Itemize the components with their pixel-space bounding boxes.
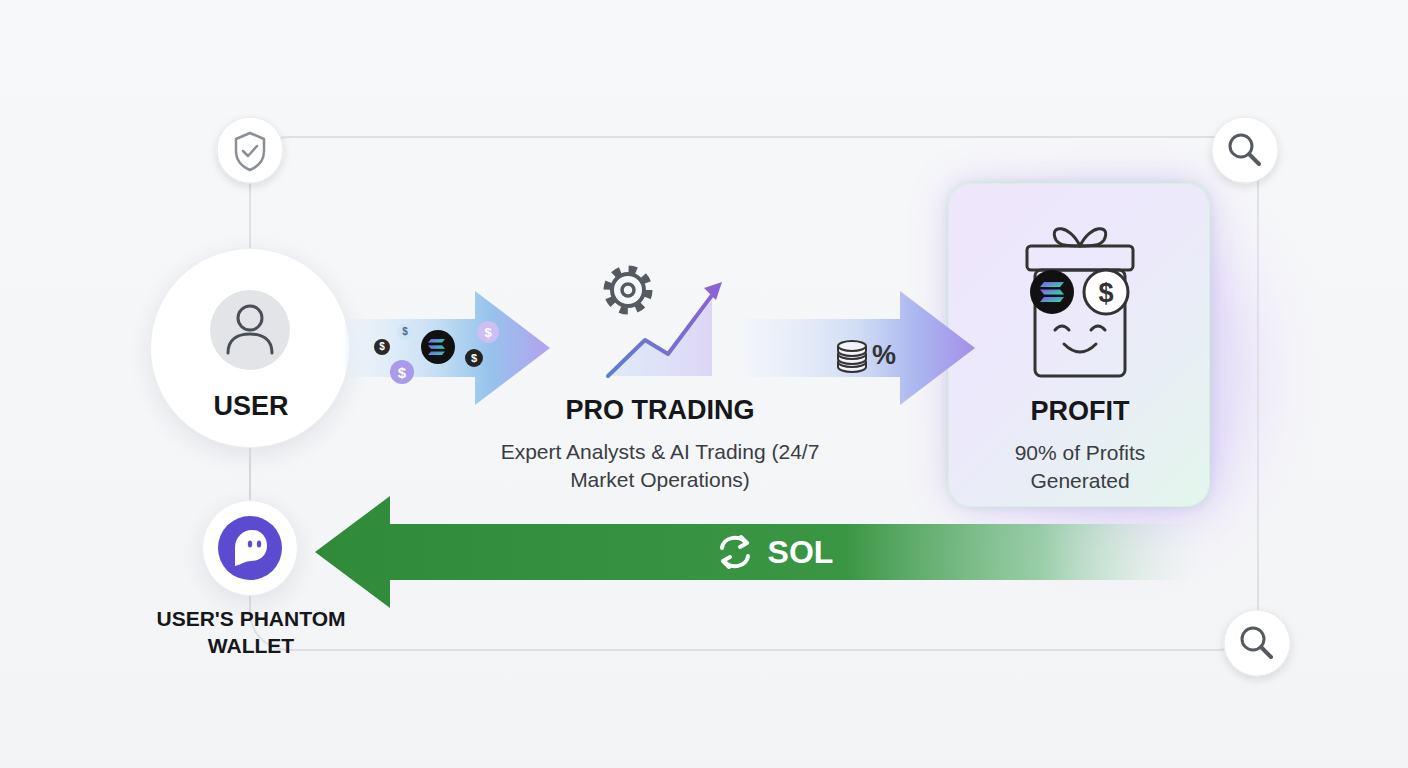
swap-icon xyxy=(722,537,748,567)
coin-icons xyxy=(477,321,499,343)
solana-coin xyxy=(421,330,455,364)
swap-icon xyxy=(723,557,730,567)
phantom-ghost-icon xyxy=(218,516,282,580)
solana-coin xyxy=(421,330,455,364)
growth-chart-icon xyxy=(610,300,712,376)
wallet-circle: USER'S PHANTOM WALLET xyxy=(202,500,298,596)
flow-arrow xyxy=(745,291,975,405)
coin-stack-icon xyxy=(838,346,866,356)
dollar-coin xyxy=(1084,270,1128,314)
solana-coin xyxy=(1030,270,1074,314)
swap-icon xyxy=(722,538,746,548)
phantom-ghost-icon xyxy=(218,516,282,580)
magnifier-icon xyxy=(1212,117,1278,183)
node-description: 90% of Profits Generated xyxy=(970,439,1190,495)
edge-label: SOL xyxy=(768,536,834,568)
magnifier-icon xyxy=(1224,610,1290,676)
gift-box-icon xyxy=(1035,270,1125,376)
gift-box-icon xyxy=(1055,326,1069,330)
solana-coin xyxy=(428,339,445,343)
gear-icon xyxy=(612,274,644,306)
coin-symbol: $ xyxy=(484,326,491,339)
magnifier-icon xyxy=(1261,647,1271,657)
gear-icon xyxy=(622,284,634,296)
growth-chart-icon xyxy=(608,294,713,376)
coin-icons xyxy=(397,324,413,340)
node-title: PRO TRADING xyxy=(520,396,800,424)
phantom-ghost-icon xyxy=(257,540,261,547)
gift-box-icon xyxy=(1080,229,1106,246)
flow-arrow xyxy=(345,291,550,405)
coin-symbol: $ xyxy=(398,365,406,380)
coin-stack-icon xyxy=(838,349,866,359)
coin-icons xyxy=(390,360,414,384)
coin-icons xyxy=(374,339,390,355)
magnifier-icon xyxy=(1242,628,1264,650)
node-description: Expert Analysts & AI Trading (24/7 Marke… xyxy=(495,438,825,494)
percent-symbol: % xyxy=(872,342,896,369)
node-title: USER xyxy=(151,393,351,420)
dollar-coin xyxy=(1084,270,1128,314)
magnifier-icon xyxy=(1212,117,1278,183)
magnifier-icon xyxy=(1224,610,1290,676)
coin-symbol: $ xyxy=(1098,280,1113,307)
swap-icon xyxy=(740,537,747,547)
gift-box-icon xyxy=(1027,229,1133,376)
shield-icon xyxy=(243,146,257,156)
swap-icon xyxy=(724,556,748,566)
shield-icon xyxy=(217,117,283,183)
phantom-ghost-icon xyxy=(248,540,252,547)
coin-stack-icon xyxy=(838,362,866,372)
gear-icon xyxy=(607,269,649,311)
growth-chart-icon xyxy=(704,282,722,300)
connector-line xyxy=(250,448,251,500)
gift-box-icon xyxy=(1054,229,1080,246)
gift-box-icon xyxy=(1027,246,1133,270)
shield-icon xyxy=(217,117,283,183)
coin-icons xyxy=(465,349,483,367)
coin-stack-icon xyxy=(838,354,866,364)
solana-coin xyxy=(428,352,445,356)
magnifier-icon xyxy=(1230,135,1252,157)
node-title: PROFIT xyxy=(949,397,1211,425)
solana-coin xyxy=(1030,270,1074,314)
user-circle: USER xyxy=(150,248,350,448)
process-step: PRO TRADINGExpert Analysts & AI Trading … xyxy=(560,250,760,500)
frame-outline xyxy=(250,137,1258,650)
solana-coin xyxy=(1040,290,1064,295)
coin-symbol: $ xyxy=(402,327,408,337)
magnifier-icon xyxy=(1249,154,1259,164)
phantom-ghost-icon xyxy=(235,530,267,566)
solana-coin xyxy=(428,345,445,349)
gear-icon xyxy=(607,269,649,311)
coin-stack-icon xyxy=(838,357,866,367)
coin-symbol: $ xyxy=(379,342,385,352)
user-avatar-icon xyxy=(228,334,272,353)
coin-stack-icon xyxy=(838,341,866,351)
shield-icon xyxy=(236,133,264,170)
connector-line xyxy=(249,448,251,500)
user-avatar-icon xyxy=(210,290,290,370)
gift-box-icon xyxy=(1091,326,1105,330)
solana-coin xyxy=(1040,297,1064,302)
coin-symbol: $ xyxy=(471,353,477,364)
user-avatar-icon xyxy=(210,290,290,370)
growth-chart-icon xyxy=(608,282,722,376)
coin-stack-icon xyxy=(838,341,866,372)
gift-box-icon xyxy=(1064,344,1096,352)
return-arrow xyxy=(315,496,1200,608)
node-caption: USER'S PHANTOM WALLET xyxy=(121,605,381,659)
profit-card: PROFIT 90% of Profits Generated xyxy=(948,183,1210,507)
solana-coin xyxy=(1040,282,1064,287)
coin-icons xyxy=(374,321,499,384)
user-avatar-icon xyxy=(238,306,262,330)
